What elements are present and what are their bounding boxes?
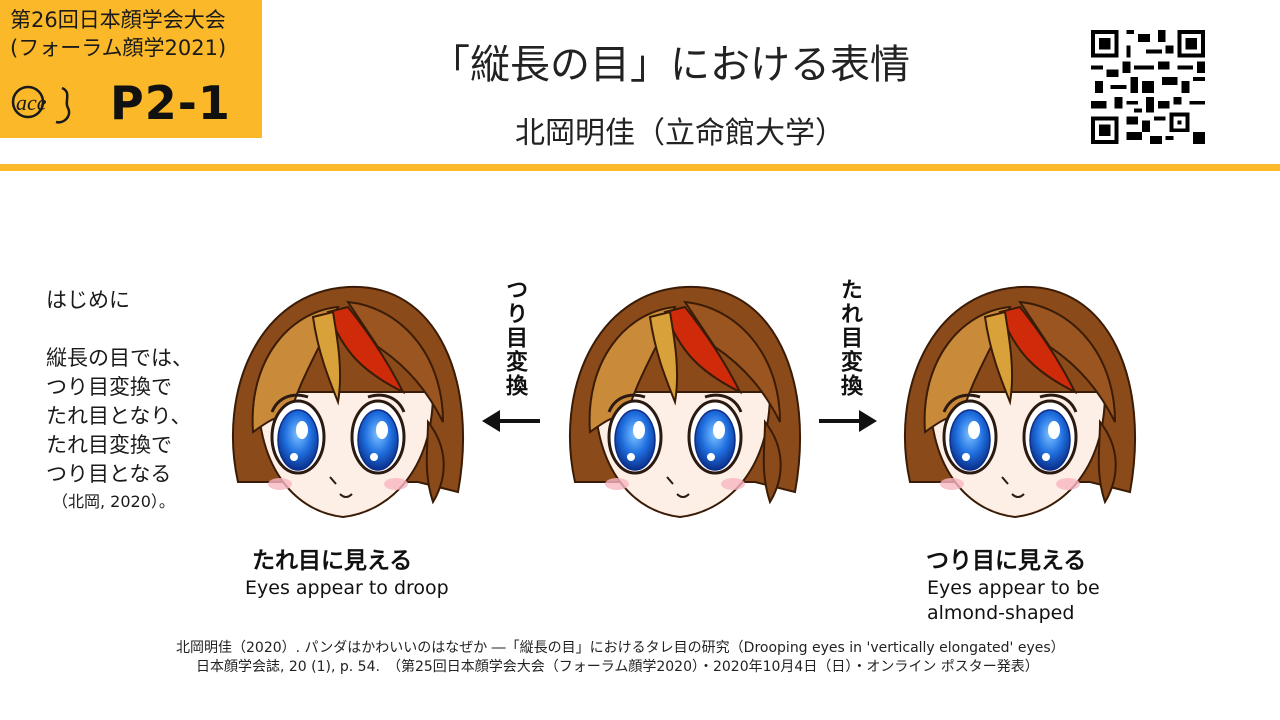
conference-badge: 第26回日本顔学会大会 (フォーラム顔学2021) ace P2-1: [0, 0, 262, 138]
arrow-right-icon: [819, 410, 877, 432]
caption-right-jp: つり目に見える: [926, 548, 1087, 574]
face-illustration-droop: [231, 285, 465, 519]
intro-text: はじめに 縦長の目では、 つり目変換で たれ目となり、 たれ目変換で つり目とな…: [46, 286, 193, 515]
aces-logo-icon: ace: [11, 85, 71, 124]
qr-code-icon: [1091, 30, 1205, 144]
header-divider: [0, 164, 1280, 171]
transform-label-upturn: つり目変換: [502, 278, 527, 398]
conference-subtitle: (フォーラム顔学2021): [10, 36, 227, 60]
reference-line-1: 北岡明佳（2020）. パンダはかわいいのはなぜか ―「縦長の目」におけるタレ目…: [176, 640, 1065, 656]
conference-name: 第26回日本顔学会大会: [10, 8, 226, 32]
arrow-left-icon: [482, 410, 540, 432]
caption-left-en: Eyes appear to droop: [245, 577, 449, 599]
face-illustration-original: [568, 285, 802, 519]
intro-line: 縦長の目では、: [46, 346, 193, 370]
author-affiliation: 北岡明佳（立命館大学）: [515, 116, 845, 151]
intro-line: つり目となる: [46, 462, 172, 486]
intro-line: たれ目となり、: [46, 404, 192, 428]
caption-right-en-line2: almond-shaped: [927, 602, 1075, 624]
transform-label-droop: たれ目変換: [837, 278, 862, 398]
caption-left-jp: たれ目に見える: [252, 548, 413, 574]
page-title: 「縦長の目」における表情: [430, 42, 910, 88]
intro-line: たれ目変換で: [46, 433, 172, 457]
intro-line: つり目変換で: [46, 375, 172, 399]
svg-text:ace: ace: [16, 90, 47, 115]
reference-line-2: 日本顔学会誌, 20 (1), p. 54. （第25回日本顔学会大会（フォーラ…: [196, 659, 1039, 675]
intro-heading: はじめに: [46, 288, 130, 312]
face-illustration-almond: [903, 285, 1137, 519]
intro-citation: （北岡, 2020）。: [52, 492, 175, 511]
caption-right-en-line1: Eyes appear to be: [927, 577, 1100, 599]
poster-id: P2-1: [110, 76, 231, 130]
